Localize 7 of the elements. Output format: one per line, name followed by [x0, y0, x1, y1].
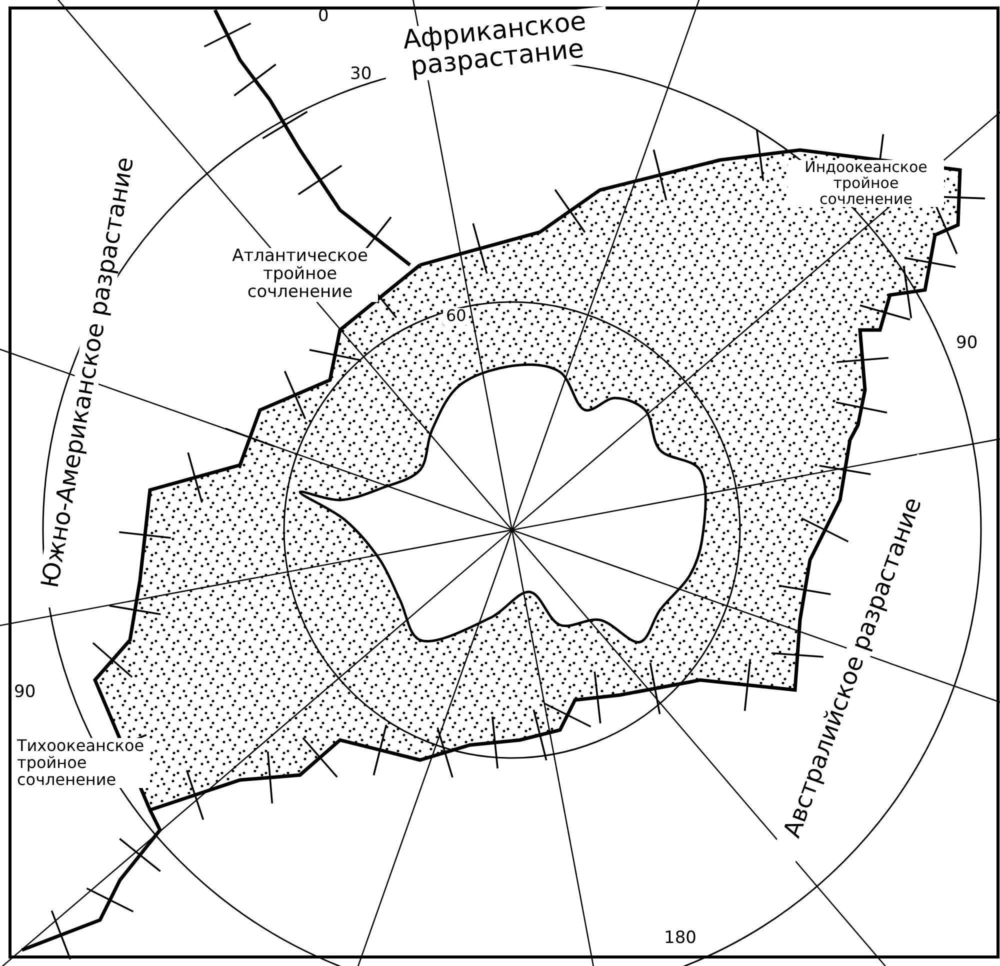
- coordinate-label: 90: [956, 335, 978, 353]
- coordinate-label: 30: [350, 66, 372, 84]
- region-label: Индоокеанское тройное сочленение: [788, 160, 944, 208]
- coordinate-label: 180: [664, 930, 696, 948]
- coordinate-label: 60: [443, 308, 470, 325]
- region-label: Тихоокеанское тройное сочленение: [14, 738, 150, 788]
- coordinate-label: 90: [14, 684, 36, 702]
